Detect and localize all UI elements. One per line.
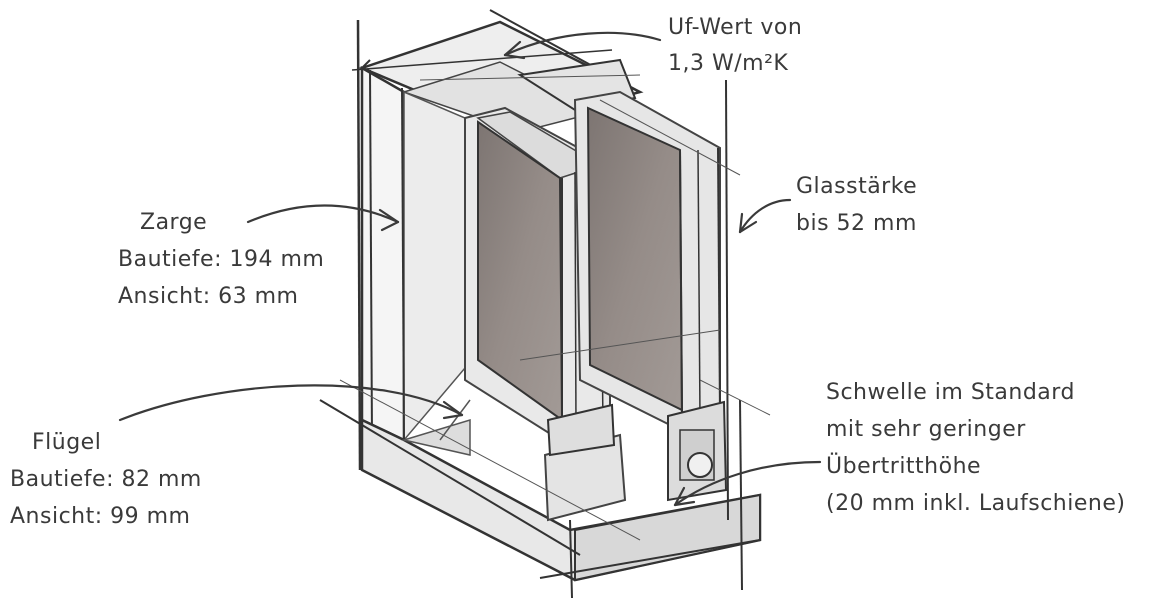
schwelle-line4: (20 mm inkl. Laufschiene) bbox=[826, 491, 1126, 516]
glasstaerke-line1: Glasstärke bbox=[796, 174, 918, 199]
frame-bottom bbox=[319, 399, 762, 599]
uf-wert-line2: 1,3 W/m²K bbox=[668, 51, 789, 76]
fluegel-ansicht: Ansicht: 99 mm bbox=[10, 504, 191, 529]
schwelle-line1: Schwelle im Standard bbox=[826, 380, 1075, 405]
frame-left-side bbox=[356, 19, 466, 471]
zarge-bautiefe: Bautiefe: 194 mm bbox=[118, 247, 325, 272]
fluegel-bautiefe: Bautiefe: 82 mm bbox=[10, 467, 202, 492]
fluegel-title: Flügel bbox=[32, 430, 102, 455]
arrow-glasstaerke bbox=[738, 198, 792, 234]
label-zarge: Zarge Bautiefe: 194 mm Ansicht: 63 mm bbox=[118, 204, 324, 315]
label-glasstaerke: Glasstärke bis 52 mm bbox=[796, 168, 917, 242]
label-uf-wert: Uf-Wert von 1,3 W/m²K bbox=[668, 10, 802, 82]
glasstaerke-line2: bis 52 mm bbox=[796, 211, 917, 236]
label-fluegel: Flügel Bautiefe: 82 mm Ansicht: 99 mm bbox=[10, 424, 202, 535]
sash-left bbox=[464, 106, 616, 457]
arrow-uf-wert bbox=[503, 31, 662, 60]
schwelle-line2: mit sehr geringer bbox=[826, 417, 1026, 442]
roller-wheel bbox=[687, 452, 713, 478]
arrow-zarge bbox=[246, 204, 400, 232]
arrow-fluegel bbox=[118, 384, 464, 422]
uf-wert-line1: Uf-Wert von bbox=[668, 15, 803, 40]
zarge-title: Zarge bbox=[140, 210, 208, 235]
sash-right bbox=[517, 58, 729, 521]
sketch-construction-lines bbox=[339, 74, 771, 541]
arrow-schwelle bbox=[673, 460, 822, 507]
glass-pane-right bbox=[586, 106, 684, 412]
zarge-ansicht: Ansicht: 63 mm bbox=[118, 284, 299, 309]
annotation-arrows bbox=[118, 31, 822, 507]
label-schwelle: Schwelle im Standard mit sehr geringer Ü… bbox=[826, 374, 1125, 522]
schwelle-line3: Übertritthöhe bbox=[826, 454, 982, 479]
